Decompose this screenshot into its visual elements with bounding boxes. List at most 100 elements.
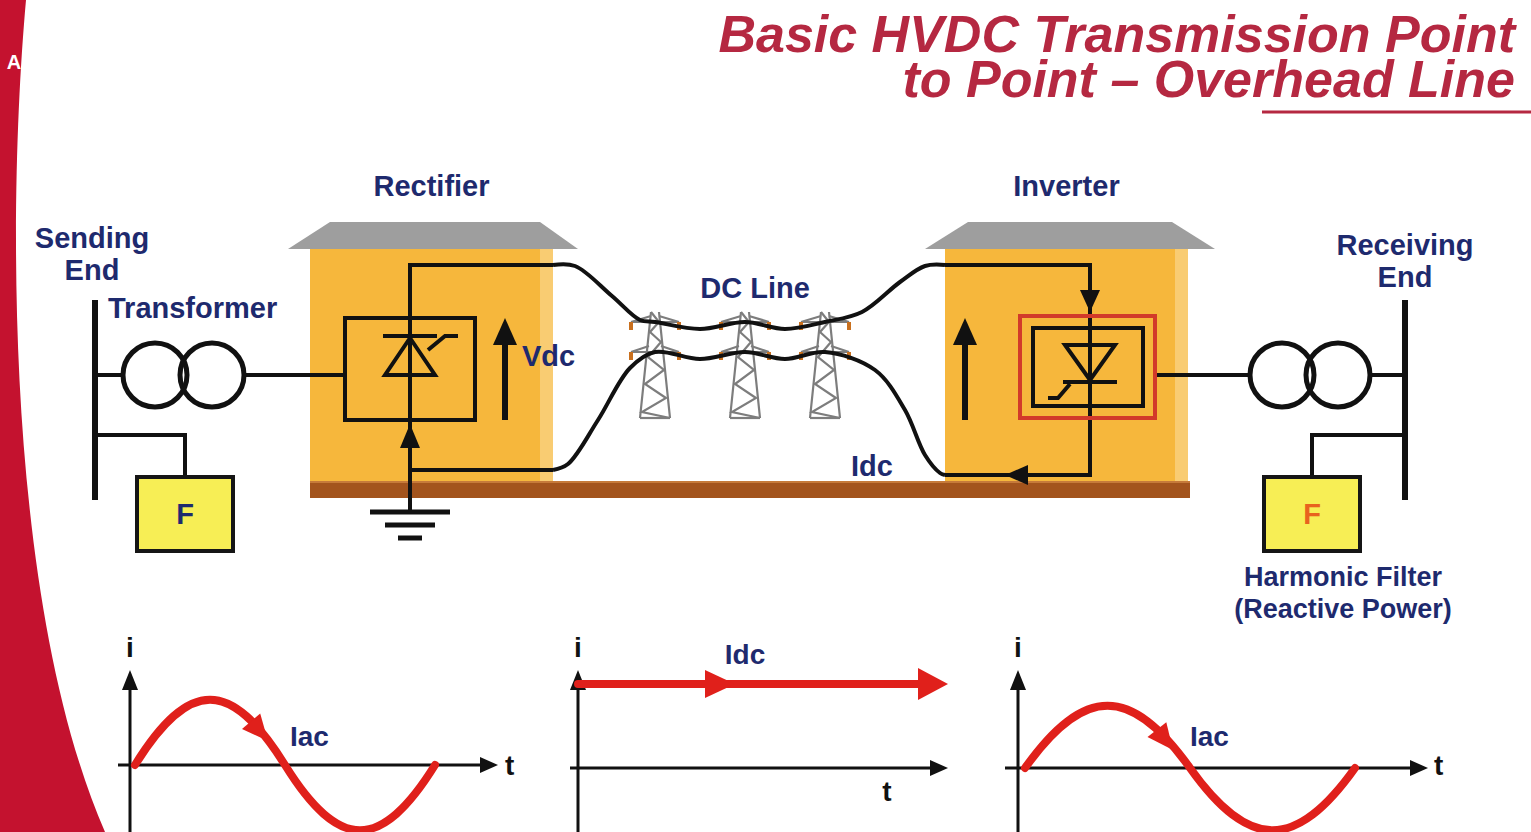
harmonic-filter: F bbox=[135, 475, 235, 553]
dc-conductor bbox=[553, 264, 945, 329]
filter-box: F bbox=[135, 475, 235, 553]
axis-label: t bbox=[505, 750, 514, 782]
component-label: Transformer bbox=[108, 292, 277, 324]
axis-label: t bbox=[1434, 750, 1443, 782]
rectifier-symbol bbox=[345, 318, 475, 420]
wire bbox=[945, 265, 1090, 328]
signal-label: Idc bbox=[725, 639, 765, 671]
voltage-arrow bbox=[962, 340, 968, 420]
axis-label: i bbox=[126, 632, 134, 664]
graph-axis bbox=[577, 680, 580, 832]
axis-arrowhead bbox=[122, 670, 1428, 776]
station-building bbox=[1175, 249, 1188, 487]
axis-arrowhead bbox=[122, 670, 138, 690]
graph-axis bbox=[118, 680, 1418, 832]
wire bbox=[1370, 373, 1405, 377]
voltage-label: Vdc bbox=[522, 340, 575, 372]
ground-symbol bbox=[370, 512, 450, 538]
voltage-arrow bbox=[953, 318, 977, 345]
transformer-symbol bbox=[123, 343, 187, 407]
line-label: DC Line bbox=[700, 271, 810, 305]
ground-band bbox=[310, 482, 1190, 498]
filter-letter: F bbox=[176, 497, 194, 531]
label-anchor: Receiving End bbox=[1315, 229, 1495, 293]
label-anchor: Iac bbox=[290, 721, 329, 753]
ac-bus bbox=[95, 300, 1405, 500]
current-arrow bbox=[1005, 290, 1100, 485]
inverter-symbol bbox=[1020, 316, 1155, 418]
rectifier-symbol bbox=[408, 318, 412, 420]
filter-box: F bbox=[1262, 475, 1362, 553]
axis-label: i bbox=[1014, 632, 1022, 664]
station-building bbox=[288, 222, 1215, 487]
wire bbox=[410, 468, 553, 472]
label-anchor: Transformer bbox=[108, 292, 277, 324]
voltage-arrow bbox=[502, 340, 508, 420]
waveform-arrowhead bbox=[242, 668, 1173, 750]
label-anchor: Idc bbox=[851, 450, 893, 482]
inverter-symbol bbox=[1033, 328, 1143, 406]
pylon bbox=[629, 312, 681, 418]
harmonic-filter: F Harmonic Filter (Reactive Power) bbox=[1193, 475, 1493, 625]
bus-label: Receiving End bbox=[1315, 229, 1495, 293]
current-arrow bbox=[1005, 465, 1028, 485]
station-building bbox=[945, 249, 1188, 487]
label-anchor: i bbox=[574, 632, 582, 664]
bus-label: Sending End bbox=[17, 222, 167, 286]
label-anchor: i bbox=[126, 632, 134, 664]
current-waveform bbox=[578, 680, 925, 688]
axis-label: t bbox=[882, 776, 891, 808]
graph-axis bbox=[129, 680, 132, 832]
connector-group bbox=[553, 264, 945, 475]
axis-arrowhead bbox=[1010, 670, 1026, 690]
ac-bus bbox=[1402, 300, 1408, 500]
signal-label: Iac bbox=[1190, 721, 1229, 753]
filter-letter: F bbox=[1303, 497, 1321, 531]
station-heading: Inverter bbox=[945, 168, 1188, 204]
ground-band bbox=[310, 482, 1190, 498]
rectifier-station: Rectifier bbox=[310, 168, 553, 482]
line-label-anchor: DC Line bbox=[700, 271, 810, 305]
label-anchor: A bbox=[7, 46, 21, 78]
graph-axis bbox=[570, 767, 938, 770]
transformer-symbol bbox=[1306, 343, 1370, 407]
logo-letter: A bbox=[7, 46, 21, 78]
label-anchor: t bbox=[505, 750, 514, 782]
inverter-station: Inverter bbox=[945, 168, 1188, 482]
voltage-arrow bbox=[493, 318, 977, 420]
axis-arrowhead bbox=[930, 760, 948, 776]
wire bbox=[95, 435, 185, 475]
filter-caption: Harmonic Filter (Reactive Power) bbox=[1193, 561, 1493, 625]
inverter-symbol bbox=[1048, 384, 1070, 398]
inverter-symbol bbox=[1088, 328, 1092, 406]
waveform-arrowhead bbox=[242, 713, 268, 741]
graph-axis bbox=[1017, 680, 1020, 832]
wire bbox=[1312, 435, 1405, 475]
station-heading: Rectifier bbox=[310, 168, 553, 204]
voltage-arrow bbox=[493, 318, 517, 345]
current-arrow bbox=[1080, 290, 1100, 312]
side-stripe bbox=[0, 0, 105, 832]
waveform-arrowhead bbox=[705, 670, 735, 698]
station-building bbox=[925, 222, 1215, 249]
pylon bbox=[629, 312, 851, 418]
label-anchor: Iac bbox=[1190, 721, 1229, 753]
transformer-symbol bbox=[180, 343, 244, 407]
station-building bbox=[310, 249, 553, 487]
current-label: Idc bbox=[851, 450, 893, 482]
slide-title: Basic HVDC Transmission Point to Point –… bbox=[710, 12, 1515, 102]
label-anchor: i bbox=[1014, 632, 1022, 664]
rectifier-symbol bbox=[428, 336, 458, 350]
label-anchor: Idc bbox=[725, 639, 765, 671]
label-anchor: Sending End bbox=[17, 222, 167, 286]
title-underline bbox=[1262, 111, 1531, 114]
axis-label: i bbox=[574, 632, 582, 664]
rectifier-symbol bbox=[345, 318, 475, 420]
inverter-symbol bbox=[1020, 316, 1155, 418]
station-building bbox=[288, 222, 578, 249]
